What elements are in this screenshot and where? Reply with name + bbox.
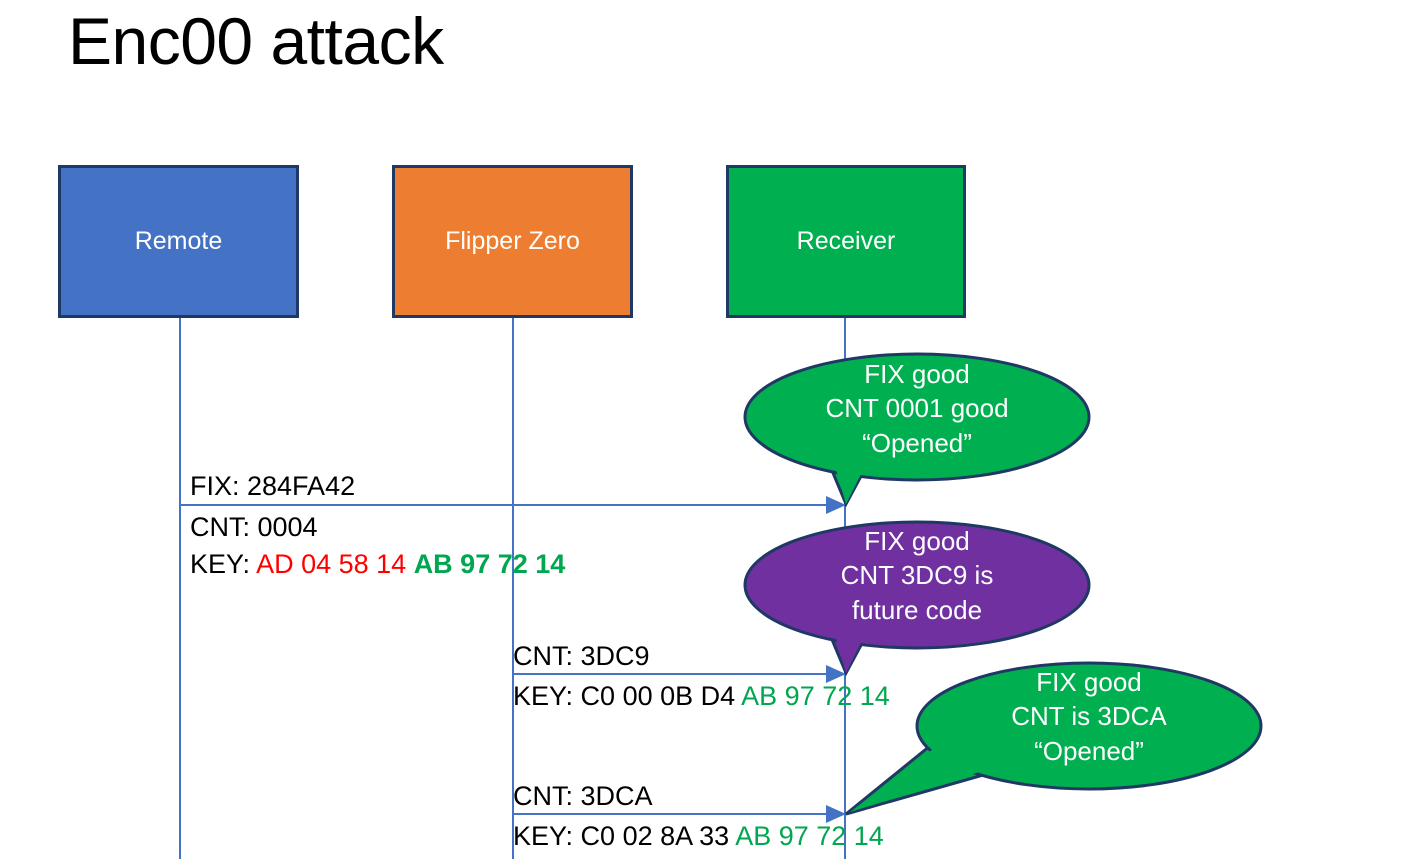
message-label-2-key: KEY: C0 00 0B D4 AB 97 72 14 (513, 680, 890, 713)
callout-3-line-2: CNT is 3DCA (1011, 701, 1167, 732)
callout-3-line-1: FIX good (1036, 667, 1142, 697)
callout-text-1: FIX good CNT 0001 good “Opened” (806, 357, 1028, 460)
key-segment-black: C0 02 8A 33 (580, 821, 736, 851)
callout-2-line-2: CNT 3DC9 is (840, 560, 994, 591)
key-prefix: KEY: (513, 681, 581, 711)
message-label-2-cnt: CNT: 3DC9 (513, 641, 650, 671)
callout-text-2: FIX good CNT 3DC9 is future code (806, 524, 1028, 627)
key-segment-red: AD 04 58 14 (256, 549, 414, 579)
callout-text-3: FIX good CNT is 3DCA “Opened” (978, 665, 1200, 768)
key-prefix: KEY: (190, 549, 257, 579)
message-label-1-fix: FIX: 284FA42 (190, 471, 356, 501)
message-label-1-cnt: CNT: 0004 (190, 512, 318, 542)
actor-box-flipper-zero[interactable]: Flipper Zero (392, 165, 633, 318)
actor-box-remote[interactable]: Remote (58, 165, 299, 318)
actor-label-remote: Remote (134, 226, 223, 255)
callout-3-line-3: “Opened” (1034, 735, 1144, 766)
message-label-1-key: KEY: AD 04 58 14 AB 97 72 14 (190, 548, 565, 581)
actor-label-flipper-zero: Flipper Zero (445, 226, 580, 255)
callout-1-line-3: “Opened” (862, 427, 972, 458)
message-label-3-key: KEY: C0 02 8A 33 AB 97 72 14 (513, 820, 884, 853)
key-prefix: KEY: (513, 821, 581, 851)
callout-1-line-1: FIX good (864, 359, 970, 389)
callout-2-line-1: FIX good (864, 526, 970, 556)
message-label-3-cnt: CNT: 3DCA (513, 781, 653, 811)
callout-2-line-3: future code (851, 594, 983, 625)
actor-label-receiver: Receiver (796, 226, 896, 255)
callout-1-line-2: CNT 0001 good (825, 393, 1009, 424)
key-segment-black: C0 00 0B D4 (580, 681, 742, 711)
key-segment-green: AB 97 72 14 (413, 549, 566, 579)
key-segment-green: AB 97 72 14 (741, 681, 890, 711)
key-segment-green: AB 97 72 14 (735, 821, 884, 851)
page-title: Enc00 attack (68, 4, 444, 78)
actor-box-receiver[interactable]: Receiver (726, 165, 966, 318)
